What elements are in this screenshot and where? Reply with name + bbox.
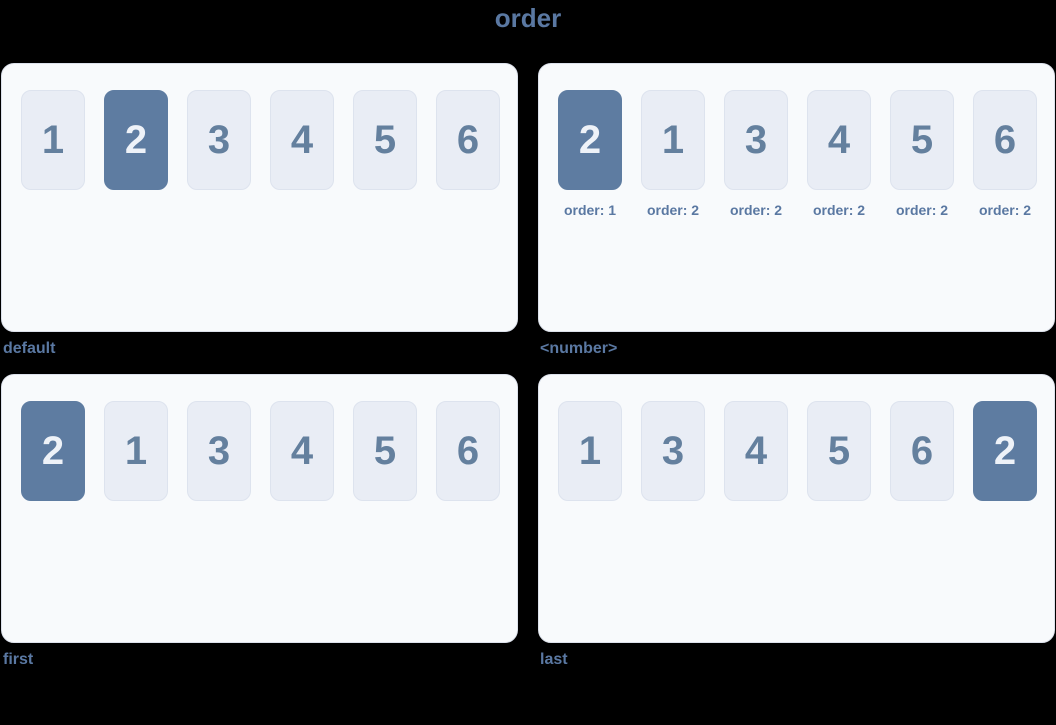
order-value-label: order: 2	[729, 202, 783, 218]
panel-caption-first: first	[3, 651, 34, 668]
flex-item-box: 2	[21, 401, 85, 501]
flex-item-box: 5	[353, 401, 417, 501]
flex-item-group: 6 order: 2	[973, 90, 1037, 218]
flex-item-box: 3	[724, 90, 788, 190]
flex-item-box: 5	[353, 90, 417, 190]
panel-first-canvas: 2 1 3 4 5 6	[1, 374, 518, 643]
order-value-label: order: 2	[978, 202, 1032, 218]
flex-item-box: 1	[21, 90, 85, 190]
flex-item-group: 4 order: 2	[807, 90, 871, 218]
panel-default: 1 2 3 4 5 6 default	[1, 63, 518, 358]
flex-item-box: 4	[270, 401, 334, 501]
flex-item-box: 5	[807, 401, 871, 501]
panel-last: 1 3 4 5 6 2 last	[538, 374, 1055, 669]
flex-item-box: 4	[270, 90, 334, 190]
flex-item-box: 2	[558, 90, 622, 190]
flex-item-group: 1 order: 2	[641, 90, 705, 218]
flex-item-group: 2 order: 1	[558, 90, 622, 218]
flex-item-box: 2	[973, 401, 1037, 501]
panel-last-canvas: 1 3 4 5 6 2	[538, 374, 1055, 643]
flex-item-box: 6	[890, 401, 954, 501]
panel-number-canvas: 2 order: 1 1 order: 2 3 order: 2 4 order…	[538, 63, 1055, 332]
flex-item-box: 3	[187, 401, 251, 501]
flex-item-box: 3	[187, 90, 251, 190]
order-value-label: order: 2	[646, 202, 700, 218]
panel-number: 2 order: 1 1 order: 2 3 order: 2 4 order…	[538, 63, 1055, 358]
flex-item-box: 6	[436, 90, 500, 190]
order-value-label: order: 1	[563, 202, 617, 218]
panel-default-canvas: 1 2 3 4 5 6	[1, 63, 518, 332]
panel-first: 2 1 3 4 5 6 first	[1, 374, 518, 669]
flex-item-box: 1	[104, 401, 168, 501]
flex-item-group: 3 order: 2	[724, 90, 788, 218]
order-value-label: order: 2	[895, 202, 949, 218]
panel-caption-number: <number>	[540, 340, 618, 357]
page-title: order	[494, 3, 562, 33]
flex-item-group: 5 order: 2	[890, 90, 954, 218]
flex-item-box: 1	[558, 401, 622, 501]
flex-item-box: 4	[724, 401, 788, 501]
flex-item-box: 3	[641, 401, 705, 501]
flex-item-box: 6	[436, 401, 500, 501]
panel-caption-last: last	[540, 651, 568, 668]
order-value-label: order: 2	[812, 202, 866, 218]
flex-item-box: 1	[641, 90, 705, 190]
flex-item-box: 6	[973, 90, 1037, 190]
panel-caption-default: default	[3, 340, 56, 357]
flex-item-box: 4	[807, 90, 871, 190]
flex-item-box: 2	[104, 90, 168, 190]
flex-item-box: 5	[890, 90, 954, 190]
